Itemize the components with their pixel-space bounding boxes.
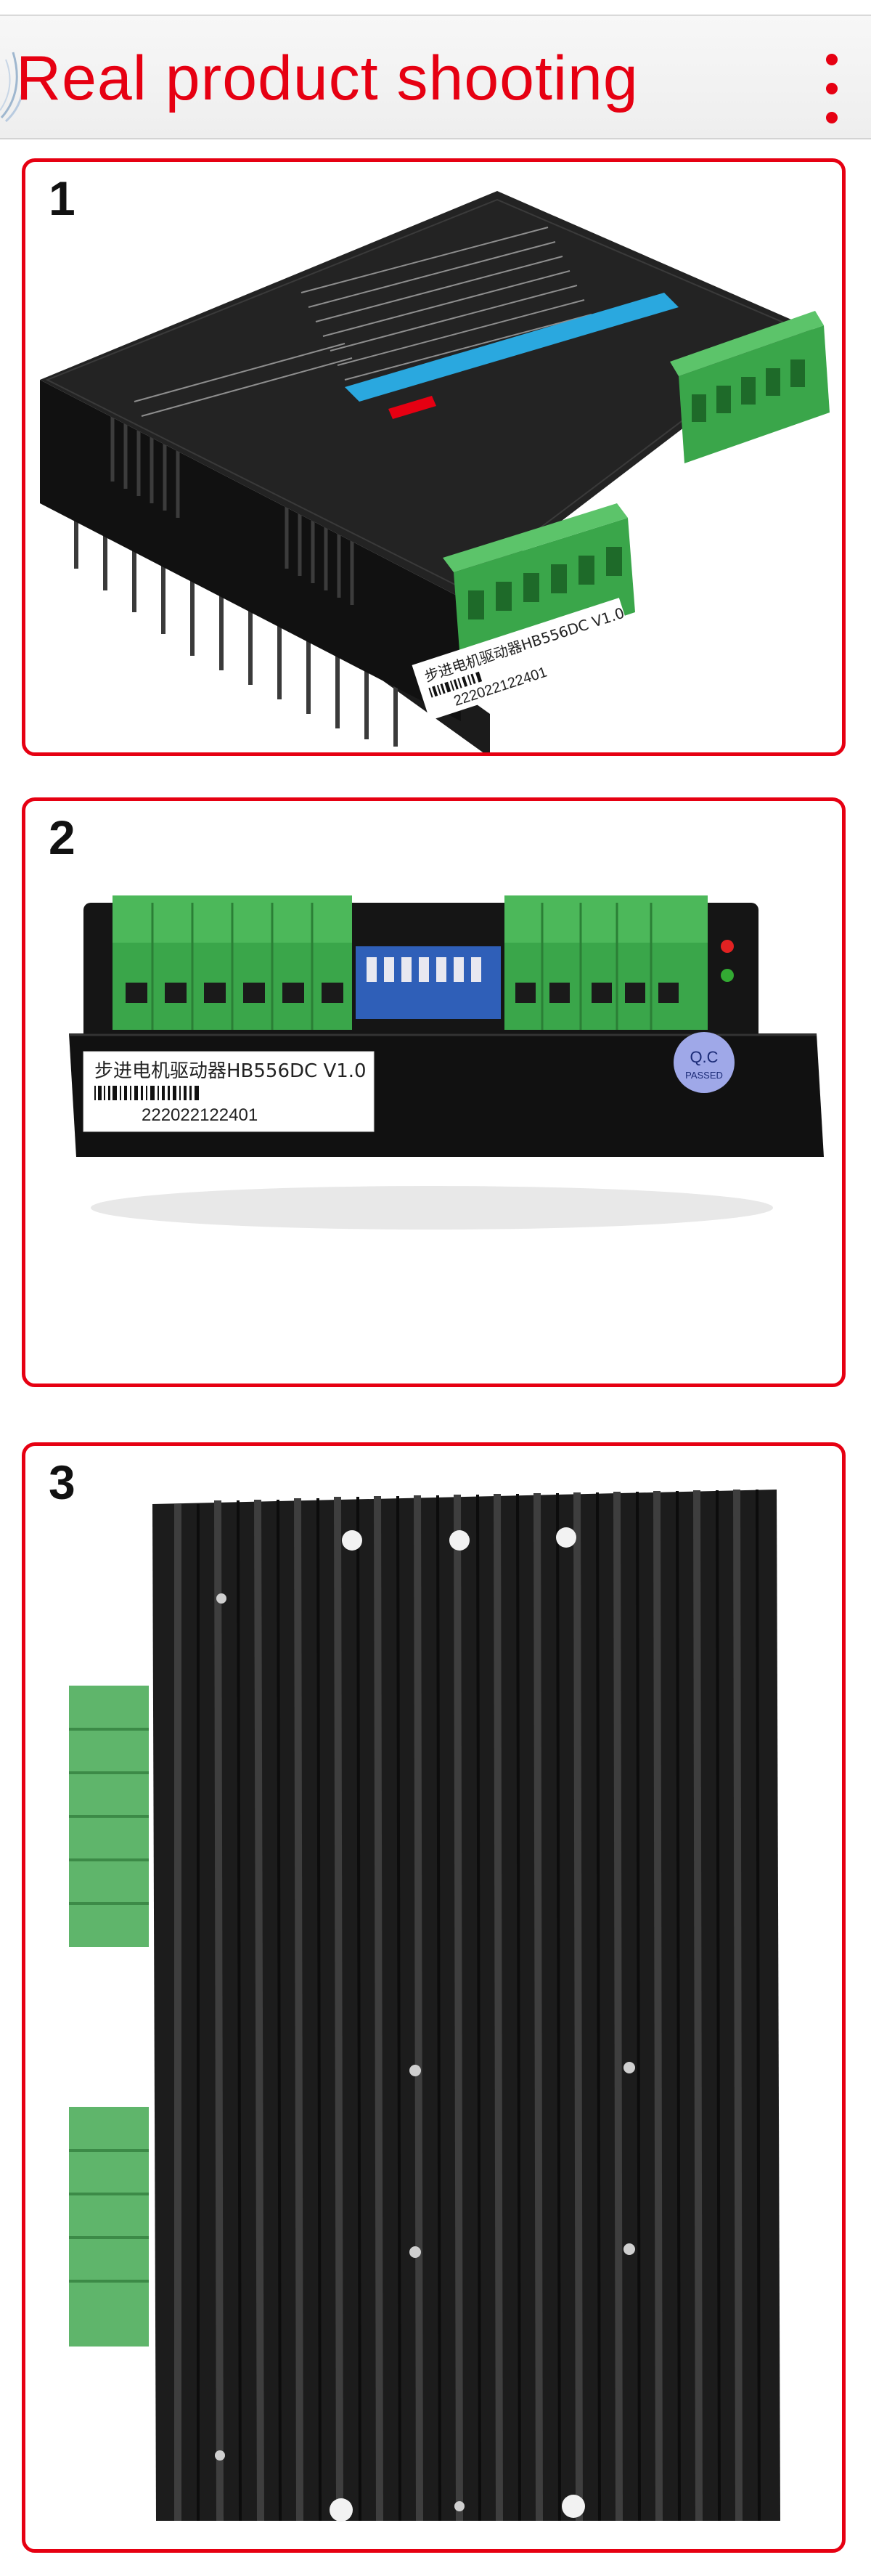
svg-text:PASSED: PASSED	[685, 1070, 723, 1081]
kebab-menu-icon[interactable]	[817, 54, 846, 123]
page-title: Real product shooting	[16, 44, 639, 113]
product-photo-card-3: 3	[22, 1442, 846, 2553]
terminal-block-right	[670, 311, 830, 463]
photo-number: 1	[49, 171, 75, 225]
terminal-block-left	[113, 895, 352, 1030]
heatsink-back-view-photo	[69, 1489, 780, 2522]
product-photo-card-1: 1	[22, 158, 846, 756]
driver-top-view-photo: 步进电机驱动器HB556DC V1.0 222022122401	[40, 191, 830, 752]
svg-text:222022122401: 222022122401	[142, 1105, 258, 1125]
photo-number: 2	[49, 810, 75, 864]
terminal-block-right	[504, 895, 708, 1030]
svg-text:步进电机驱动器HB556DC V1.0: 步进电机驱动器HB556DC V1.0	[94, 1060, 367, 1082]
photo-number: 3	[49, 1455, 75, 1509]
svg-text:Q.C: Q.C	[690, 1048, 718, 1066]
led-red-icon	[721, 940, 734, 953]
product-photo-card-2: 2	[22, 797, 846, 1387]
qc-passed-badge: Q.C PASSED	[674, 1032, 735, 1093]
product-label: 步进电机驱动器HB556DC V1.0 222022122401	[83, 1051, 375, 1132]
decorative-swirl-icon	[0, 52, 25, 123]
side-terminal-block-top	[69, 1686, 149, 1947]
terminal-block-left	[443, 503, 635, 670]
led-green-icon	[721, 969, 734, 982]
dip-switch	[356, 946, 501, 1019]
driver-front-view-photo: 步进电机驱动器HB556DC V1.0 222022122401 Q.C PAS…	[69, 895, 824, 1230]
side-terminal-block-bottom	[69, 2107, 149, 2347]
page-header: Real product shooting	[0, 15, 871, 139]
